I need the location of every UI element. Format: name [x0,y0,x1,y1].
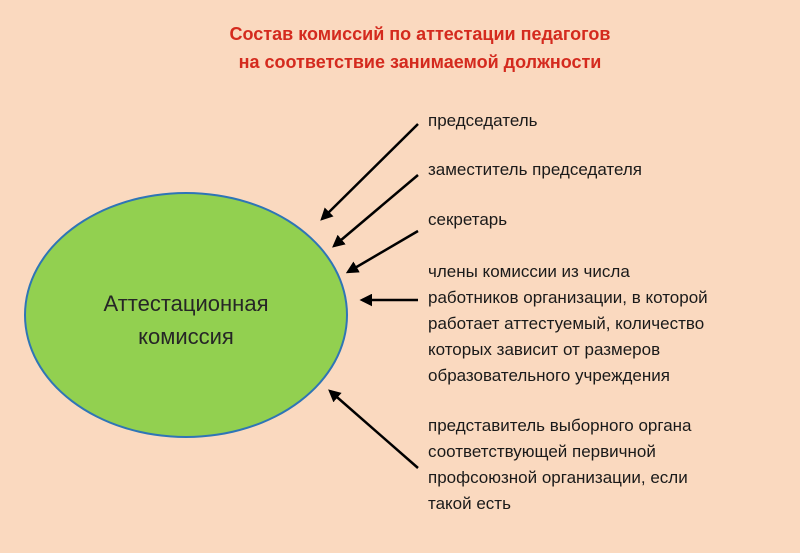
member-commission-line-2: работников организации, в которой [428,288,708,307]
diagram-title: Состав комиссий по аттестации педагогов … [0,20,800,76]
member-deputy-chairman: заместитель председателя [428,157,642,183]
member-union-line-4: такой есть [428,494,511,513]
arrow-union-rep [328,389,419,469]
member-chairman-line-1: председатель [428,111,538,130]
commission-circle [24,192,348,438]
member-union-line-3: профсоюзной организации, если [428,468,688,487]
member-commission-line-3: работает аттестуемый, количество [428,314,705,333]
member-union-line-2: соответствующей первичной [428,442,656,461]
title-line-1: Состав комиссий по аттестации педагогов [229,24,611,44]
member-secretary-line-1: секретарь [428,210,508,229]
member-commission-members: члены комиссии из числа работников орган… [428,259,708,389]
member-union-line-1: представитель выборного органа [428,416,692,435]
member-deputy-line-1: заместитель председателя [428,160,643,179]
commission-label-line-1: Аттестационная [103,291,269,316]
member-secretary: секретарь [428,207,507,233]
member-commission-line-5: образовательного учреждения [428,366,670,385]
commission-label: Аттестационная комиссия [24,287,348,353]
arrow-chairman [320,123,419,221]
arrow-deputy [332,174,419,248]
member-commission-line-1: члены комиссии из числа [428,262,630,281]
member-union-representative: представитель выборного органа соответст… [428,413,692,517]
arrow-secretary [345,229,419,274]
commission-label-line-2: комиссия [138,324,234,349]
member-chairman: председатель [428,108,538,134]
title-line-2: на соответствие занимаемой должности [238,52,602,72]
member-commission-line-4: которых зависит от размеров [428,340,661,359]
